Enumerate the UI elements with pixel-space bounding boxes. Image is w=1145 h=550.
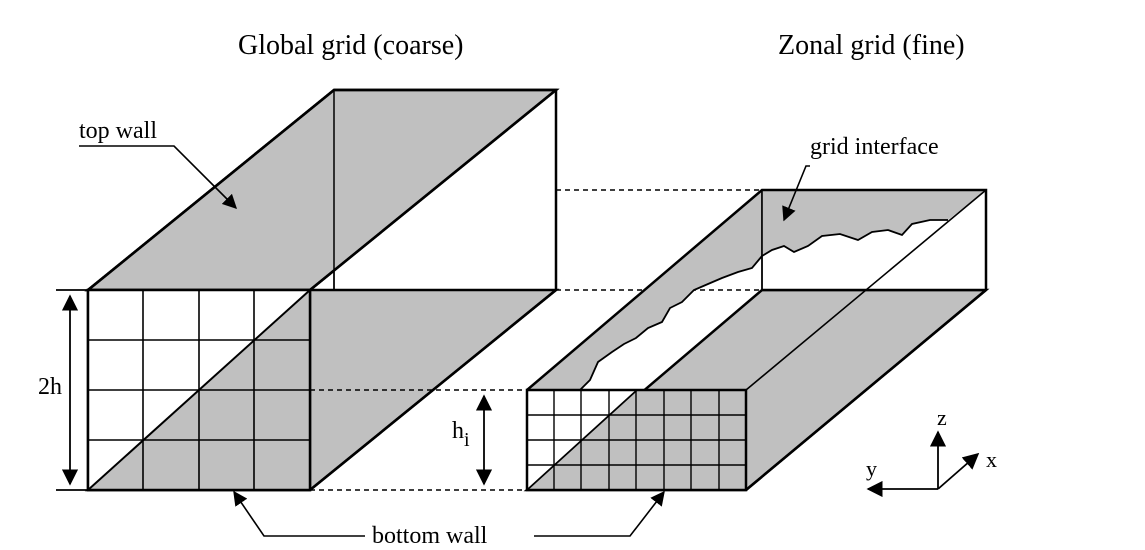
label-grid-interface: grid interface <box>810 134 939 160</box>
global-grid-lines <box>87 289 311 491</box>
coordinate-axes <box>866 430 980 498</box>
bottom-wall-leader-left <box>233 490 365 537</box>
global-grid-box <box>84 88 560 492</box>
grid-interface-line <box>579 219 948 391</box>
axis-z-label: z <box>937 405 947 430</box>
axis-x-label: x <box>986 447 997 472</box>
top-wall-leader <box>79 145 238 210</box>
bottom-wall-leader-right <box>534 490 665 537</box>
zonal-front-face <box>525 388 748 492</box>
grid-interface-leader <box>782 165 810 222</box>
label-bottom-wall: bottom wall <box>372 523 488 549</box>
title-global-grid: Global grid (coarse) <box>238 30 463 61</box>
zonal-grid-lines <box>526 389 746 491</box>
label-hi: hi <box>452 418 470 451</box>
axis-y-label: y <box>866 456 877 481</box>
label-2h: 2h <box>38 374 62 400</box>
dimension-2h <box>56 289 88 491</box>
title-zonal-grid: Zonal grid (fine) <box>778 30 965 61</box>
label-top-wall: top wall <box>79 118 157 144</box>
